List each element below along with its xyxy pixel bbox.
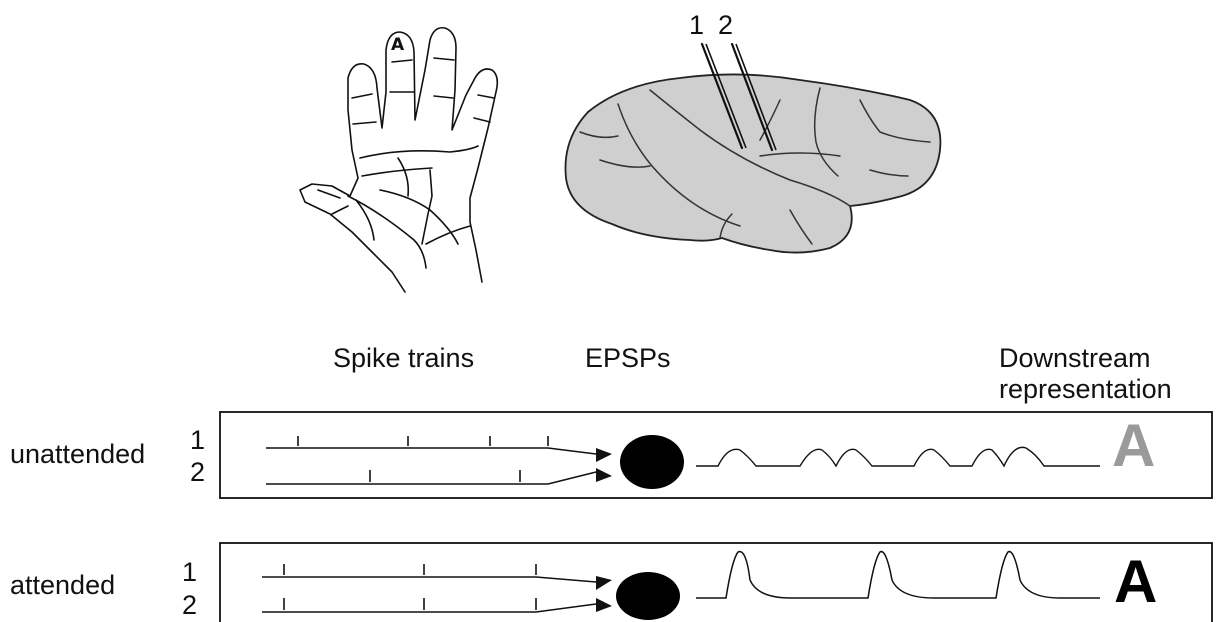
condition-label-unattended: unattended: [10, 441, 145, 468]
epsp-trace-unattended: [696, 447, 1100, 466]
electrode-label-1: 1: [689, 12, 704, 39]
panel-unattended: [220, 412, 1212, 498]
condition-label-attended: attended: [10, 572, 115, 599]
electrode-label-2: 2: [718, 12, 733, 39]
panel-unattended-frame: [220, 412, 1212, 498]
channel-label-attended-1: 1: [182, 559, 197, 586]
header-downstream-line2: representation: [999, 376, 1172, 403]
synapse-terminal-1: [596, 448, 612, 462]
epsp-trace-attended: [696, 552, 1100, 598]
finger-label: A: [391, 37, 404, 54]
output-letter-unattended: A: [1112, 416, 1155, 476]
brain-drawing: [565, 44, 940, 253]
spike-train-unattended-1: [266, 448, 596, 454]
header-spike-trains: Spike trains: [333, 345, 474, 372]
header-epsps: EPSPs: [585, 345, 671, 372]
header-downstream-line1: Downstream: [999, 345, 1151, 372]
spike-train-unattended-2: [266, 472, 596, 484]
neuron-soma-unattended: [620, 435, 684, 489]
synapse-terminal-2: [596, 468, 612, 482]
synapse-terminal-attended-2: [596, 598, 612, 612]
panel-attended-frame: [220, 543, 1212, 622]
spike-train-attended-2: [262, 604, 596, 612]
channel-label-attended-2: 2: [182, 592, 197, 619]
channel-label-unattended-1: 1: [190, 427, 205, 454]
channel-label-unattended-2: 2: [190, 459, 205, 486]
output-letter-attended: A: [1114, 552, 1157, 612]
neuron-soma-attended: [616, 572, 680, 620]
synapse-terminal-attended-1: [596, 576, 612, 590]
panel-attended: [220, 543, 1212, 622]
hand-drawing: [300, 28, 497, 292]
spike-train-attended-1: [262, 577, 596, 582]
